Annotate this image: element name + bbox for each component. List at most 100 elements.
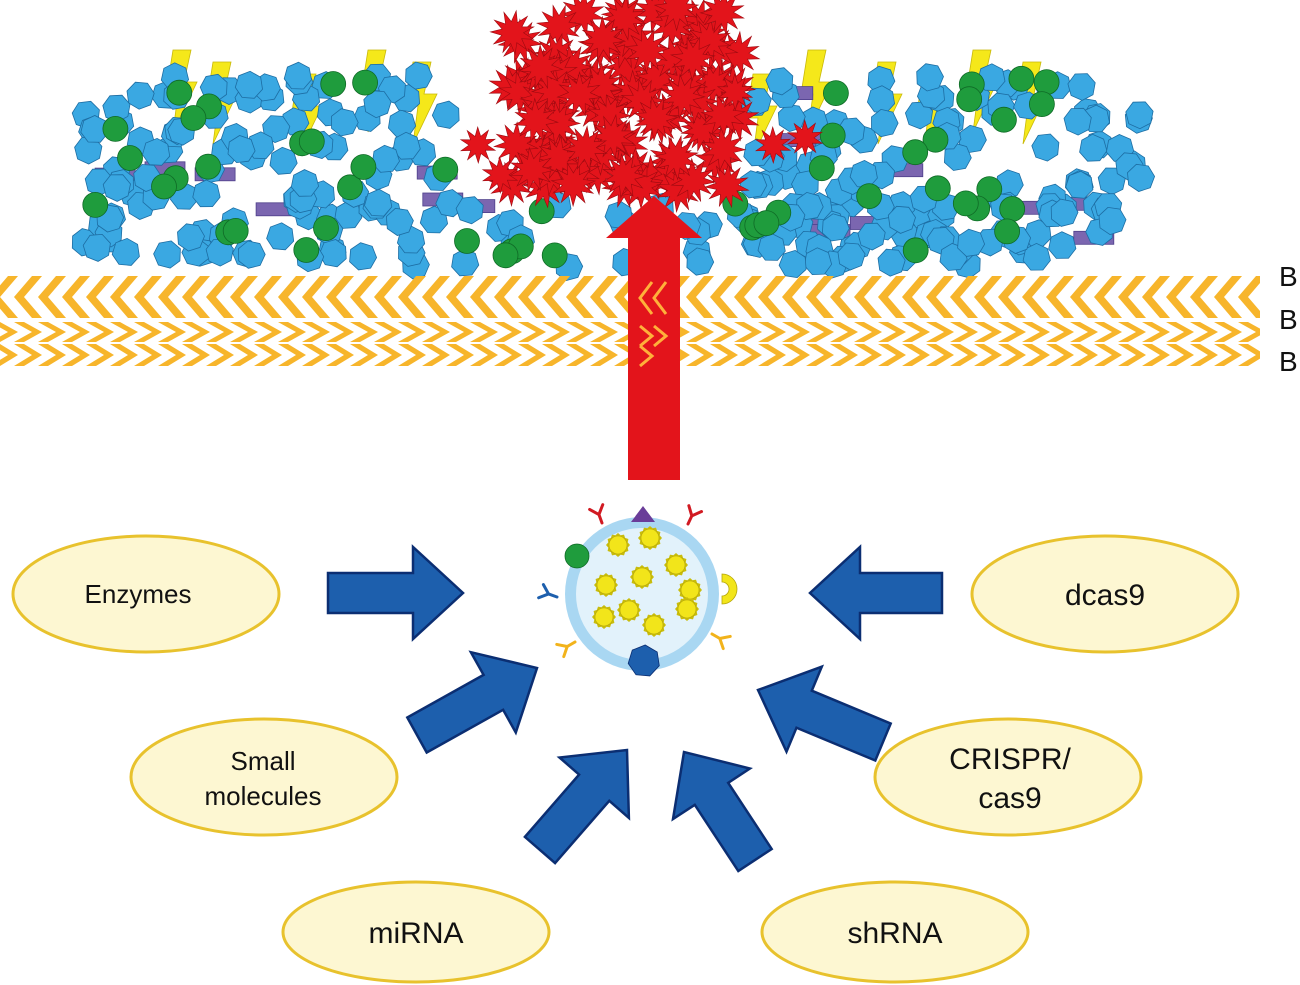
circle-icon bbox=[293, 237, 320, 263]
star-burst-icon bbox=[620, 78, 666, 124]
particle-icon bbox=[632, 567, 652, 587]
hexagon-icon bbox=[364, 188, 393, 217]
star-burst-icon bbox=[653, 0, 700, 32]
chevron-icon bbox=[86, 276, 114, 318]
chevron-icon bbox=[518, 276, 546, 318]
hexagon-icon bbox=[102, 174, 131, 202]
chevron-icon bbox=[62, 276, 90, 318]
chevron-icon bbox=[326, 276, 354, 318]
chevron-icon bbox=[974, 322, 1002, 342]
chevron-icon bbox=[1118, 276, 1146, 318]
chevron-icon bbox=[38, 322, 66, 342]
hexagon-icon bbox=[392, 131, 421, 160]
star-burst-icon bbox=[562, 125, 608, 172]
chevron-icon bbox=[182, 322, 210, 342]
circle-icon bbox=[1033, 69, 1060, 95]
circle-icon bbox=[924, 175, 951, 202]
hexagon-icon bbox=[385, 207, 414, 236]
chevron-icon bbox=[1046, 344, 1074, 366]
chevron-icon bbox=[470, 276, 498, 318]
chevron-icon bbox=[710, 276, 738, 318]
receptor-arms bbox=[555, 640, 577, 659]
chevron-icon bbox=[0, 276, 18, 318]
chevron-icon bbox=[182, 344, 210, 366]
chevron-icon bbox=[1118, 322, 1146, 342]
circle-icon bbox=[541, 242, 568, 269]
star-burst-icon bbox=[754, 125, 792, 165]
chevron-icon bbox=[566, 322, 594, 342]
barrier-label-3: B bbox=[1279, 346, 1298, 377]
star-burst-icon bbox=[700, 126, 747, 173]
hexagon-icon bbox=[290, 169, 320, 197]
particle-icon bbox=[594, 607, 614, 627]
hexagon-icon bbox=[765, 67, 794, 96]
hexagon-icon bbox=[1125, 101, 1154, 130]
circle-icon bbox=[999, 196, 1026, 222]
circle-icon bbox=[337, 174, 363, 201]
particle-icon bbox=[596, 575, 616, 595]
chevron-icon bbox=[494, 322, 522, 342]
circle-icon bbox=[352, 69, 379, 96]
star-burst-icon bbox=[624, 28, 671, 74]
chevron-icon bbox=[38, 344, 66, 366]
chevron-icon bbox=[206, 344, 234, 366]
chevron-icon bbox=[494, 276, 522, 318]
hexagon-icon bbox=[1065, 170, 1094, 199]
chevron-icon bbox=[254, 322, 282, 342]
hexagon-icon bbox=[849, 159, 878, 188]
hexagon-icon bbox=[857, 222, 886, 251]
hexagon-icon bbox=[82, 233, 111, 262]
barrier-labels: B B B bbox=[1279, 261, 1298, 377]
label-dcas9: dcas9 bbox=[1065, 579, 1145, 612]
star-burst-icon bbox=[633, 95, 679, 142]
circle-icon bbox=[454, 228, 480, 254]
chevron-icon bbox=[182, 276, 210, 318]
chevron-icon bbox=[110, 276, 138, 318]
hexagon-icon bbox=[1079, 133, 1108, 162]
label-small-molecules-line1: Small bbox=[230, 746, 295, 776]
star-burst-icon bbox=[513, 97, 559, 144]
chevron-icon bbox=[422, 344, 450, 366]
chevron-icon bbox=[1094, 276, 1122, 318]
chevron-icon bbox=[878, 276, 906, 318]
hexagon-icon bbox=[331, 108, 359, 137]
star-burst-icon bbox=[580, 15, 627, 62]
method-shrna: shRNA bbox=[760, 880, 1030, 984]
star-burst-icon bbox=[653, 134, 699, 181]
hexagon-icon bbox=[349, 242, 378, 271]
chevron-icon bbox=[758, 322, 786, 342]
vesicle-surface-markers bbox=[537, 503, 738, 677]
circle-icon bbox=[902, 237, 929, 264]
hexagon-icon bbox=[1067, 73, 1096, 101]
chevron-icon bbox=[830, 344, 858, 366]
chevron-icon bbox=[1094, 344, 1122, 366]
red-chevron-icon bbox=[639, 344, 655, 368]
chevron-icon bbox=[950, 322, 978, 342]
hexagon-marker-icon bbox=[627, 644, 660, 677]
circle-icon bbox=[856, 183, 882, 210]
chevron-icon bbox=[878, 322, 906, 342]
chevron-icon bbox=[254, 276, 282, 318]
chevron-icon bbox=[158, 322, 186, 342]
chevron-icon bbox=[518, 344, 546, 366]
chevron-icon bbox=[734, 322, 762, 342]
particle-icon bbox=[666, 555, 686, 575]
chevron-icon bbox=[230, 344, 258, 366]
circle-icon bbox=[952, 190, 979, 217]
chevron-icon bbox=[206, 276, 234, 318]
label-crispr-line1: CRISPR/ bbox=[949, 743, 1071, 776]
hexagon-icon bbox=[234, 70, 263, 99]
red-chevron-icon bbox=[652, 281, 668, 315]
blue-arrow-icon bbox=[326, 544, 465, 642]
chevron-icon bbox=[62, 322, 90, 342]
chevron-icon bbox=[566, 344, 594, 366]
chevron-icon bbox=[158, 344, 186, 366]
receptor-arms bbox=[537, 583, 559, 600]
circle-icon bbox=[819, 122, 846, 149]
method-dcas9: dcas9 bbox=[970, 534, 1240, 654]
chevron-icon bbox=[542, 276, 570, 318]
chevron-icon bbox=[158, 276, 186, 318]
circle-icon bbox=[350, 154, 377, 180]
chevron-icon bbox=[830, 322, 858, 342]
